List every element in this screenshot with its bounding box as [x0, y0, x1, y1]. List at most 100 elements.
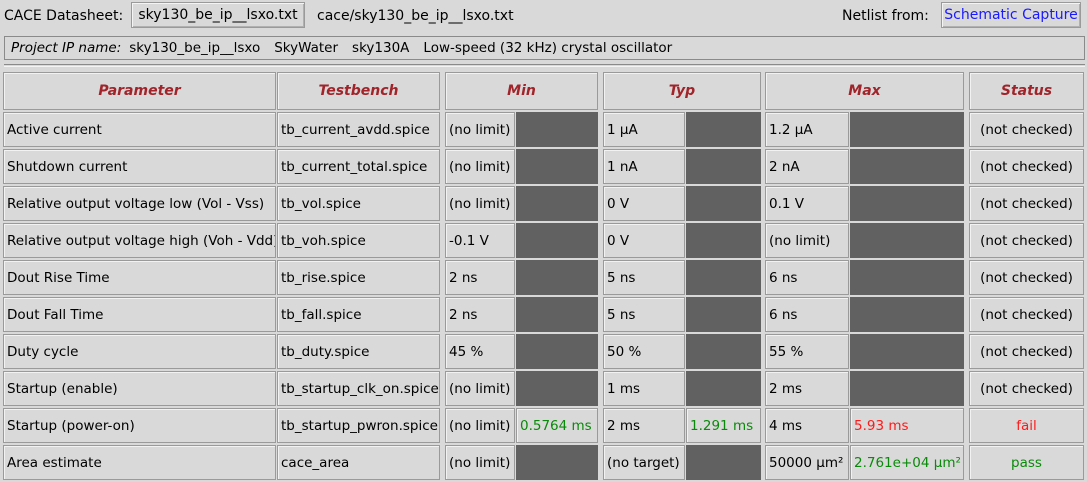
result-placeholder	[686, 260, 761, 295]
column-header-status: Status	[969, 72, 1084, 110]
netlist-source-button[interactable]: Schematic Capture	[941, 2, 1081, 28]
cell-max: 4 ms	[765, 408, 849, 443]
cell-max: 1.2 µA	[765, 112, 849, 147]
result-placeholder	[516, 371, 598, 406]
status-button[interactable]: (not checked)	[969, 260, 1084, 295]
cell-min: (no limit)	[445, 186, 515, 221]
status-button[interactable]: (not checked)	[969, 334, 1084, 369]
cell-testbench: tb_duty.spice	[277, 334, 440, 369]
cell-testbench: tb_voh.spice	[277, 223, 440, 258]
cell-parameter: Relative output voltage high (Voh - Vdd)	[3, 223, 276, 258]
column-header-testbench: Testbench	[277, 72, 440, 110]
result-placeholder	[516, 297, 598, 332]
result-placeholder	[516, 149, 598, 184]
result-placeholder	[850, 112, 964, 147]
status-button[interactable]: (not checked)	[969, 223, 1084, 258]
cell-min: -0.1 V	[445, 223, 515, 258]
cell-max: 2 ms	[765, 371, 849, 406]
cell-typ: 0 V	[603, 186, 685, 221]
status-button[interactable]: (not checked)	[969, 112, 1084, 147]
cell-testbench: tb_current_total.spice	[277, 149, 440, 184]
result-placeholder	[516, 112, 598, 147]
result-placeholder	[850, 334, 964, 369]
status-button[interactable]: (not checked)	[969, 371, 1084, 406]
cell-parameter: Active current	[3, 112, 276, 147]
result-placeholder	[686, 149, 761, 184]
cell-min: (no limit)	[445, 445, 515, 480]
min-result-cell: 0.5764 ms	[516, 408, 598, 443]
result-placeholder	[516, 260, 598, 295]
cell-parameter: Dout Rise Time	[3, 260, 276, 295]
column-header-typ: Typ	[603, 72, 761, 110]
toolbar: CACE Datasheet: sky130_be_ip__lsxo.txt c…	[0, 0, 1087, 34]
cell-parameter: Relative output voltage low (Vol - Vss)	[3, 186, 276, 221]
cell-parameter: Duty cycle	[3, 334, 276, 369]
separator	[4, 64, 1085, 67]
cell-testbench: tb_startup_pwron.spice	[277, 408, 440, 443]
cell-testbench: tb_startup_clk_on.spice	[277, 371, 440, 406]
result-placeholder	[686, 223, 761, 258]
cell-testbench: tb_vol.spice	[277, 186, 440, 221]
result-placeholder	[516, 223, 598, 258]
project-process: sky130A	[352, 40, 410, 56]
project-ip-name: sky130_be_ip__lsxo	[129, 40, 261, 56]
status-button[interactable]: (not checked)	[969, 149, 1084, 184]
cell-typ: 5 ns	[603, 260, 685, 295]
cell-parameter: Startup (enable)	[3, 371, 276, 406]
datasheet-label: CACE Datasheet:	[4, 8, 124, 24]
datasheet-file-button[interactable]: sky130_be_ip__lsxo.txt	[131, 2, 305, 28]
cell-min: (no limit)	[445, 371, 515, 406]
project-foundry: SkyWater	[274, 40, 339, 56]
status-button[interactable]: pass	[969, 445, 1084, 480]
result-placeholder	[686, 112, 761, 147]
cell-typ: (no target)	[603, 445, 685, 480]
max-result-cell: 2.761e+04 µm²	[850, 445, 964, 480]
column-header-max: Max	[765, 72, 964, 110]
status-button[interactable]: (not checked)	[969, 297, 1084, 332]
cell-parameter: Shutdown current	[3, 149, 276, 184]
result-placeholder	[686, 334, 761, 369]
project-info-bar: Project IP name: sky130_be_ip__lsxo SkyW…	[4, 36, 1085, 60]
project-description: Low-speed (32 kHz) crystal oscillator	[423, 40, 673, 56]
column-header-min: Min	[445, 72, 598, 110]
result-placeholder	[850, 297, 964, 332]
cell-parameter: Dout Fall Time	[3, 297, 276, 332]
cell-typ: 2 ms	[603, 408, 685, 443]
result-placeholder	[850, 260, 964, 295]
cell-min: 45 %	[445, 334, 515, 369]
result-placeholder	[850, 371, 964, 406]
cell-parameter: Area estimate	[3, 445, 276, 480]
cell-min: 2 ns	[445, 297, 515, 332]
result-placeholder	[516, 445, 598, 480]
cell-max: 6 ns	[765, 260, 849, 295]
cell-min: (no limit)	[445, 408, 515, 443]
result-placeholder	[686, 445, 761, 480]
netlist-label: Netlist from:	[842, 8, 929, 24]
result-placeholder	[686, 186, 761, 221]
cell-typ: 1 µA	[603, 112, 685, 147]
result-placeholder	[850, 149, 964, 184]
max-result-cell: 5.93 ms	[850, 408, 964, 443]
cell-max: 6 ns	[765, 297, 849, 332]
cell-testbench: cace_area	[277, 445, 440, 480]
result-placeholder	[686, 371, 761, 406]
result-placeholder	[850, 186, 964, 221]
project-ip-label: Project IP name:	[11, 40, 122, 56]
status-button[interactable]: (not checked)	[969, 186, 1084, 221]
typ-result-cell: 1.291 ms	[686, 408, 761, 443]
datasheet-path: cace/sky130_be_ip__lsxo.txt	[317, 8, 514, 24]
cell-testbench: tb_fall.spice	[277, 297, 440, 332]
cell-typ: 1 nA	[603, 149, 685, 184]
cell-typ: 0 V	[603, 223, 685, 258]
column-header-parameter: Parameter	[3, 72, 276, 110]
cell-min: 2 ns	[445, 260, 515, 295]
cell-testbench: tb_current_avdd.spice	[277, 112, 440, 147]
status-button[interactable]: fail	[969, 408, 1084, 443]
cell-typ: 5 ns	[603, 297, 685, 332]
cell-max: 2 nA	[765, 149, 849, 184]
cell-max: 50000 µm²	[765, 445, 849, 480]
cell-max: 0.1 V	[765, 186, 849, 221]
cell-typ: 1 ms	[603, 371, 685, 406]
cell-min: (no limit)	[445, 112, 515, 147]
cell-min: (no limit)	[445, 149, 515, 184]
